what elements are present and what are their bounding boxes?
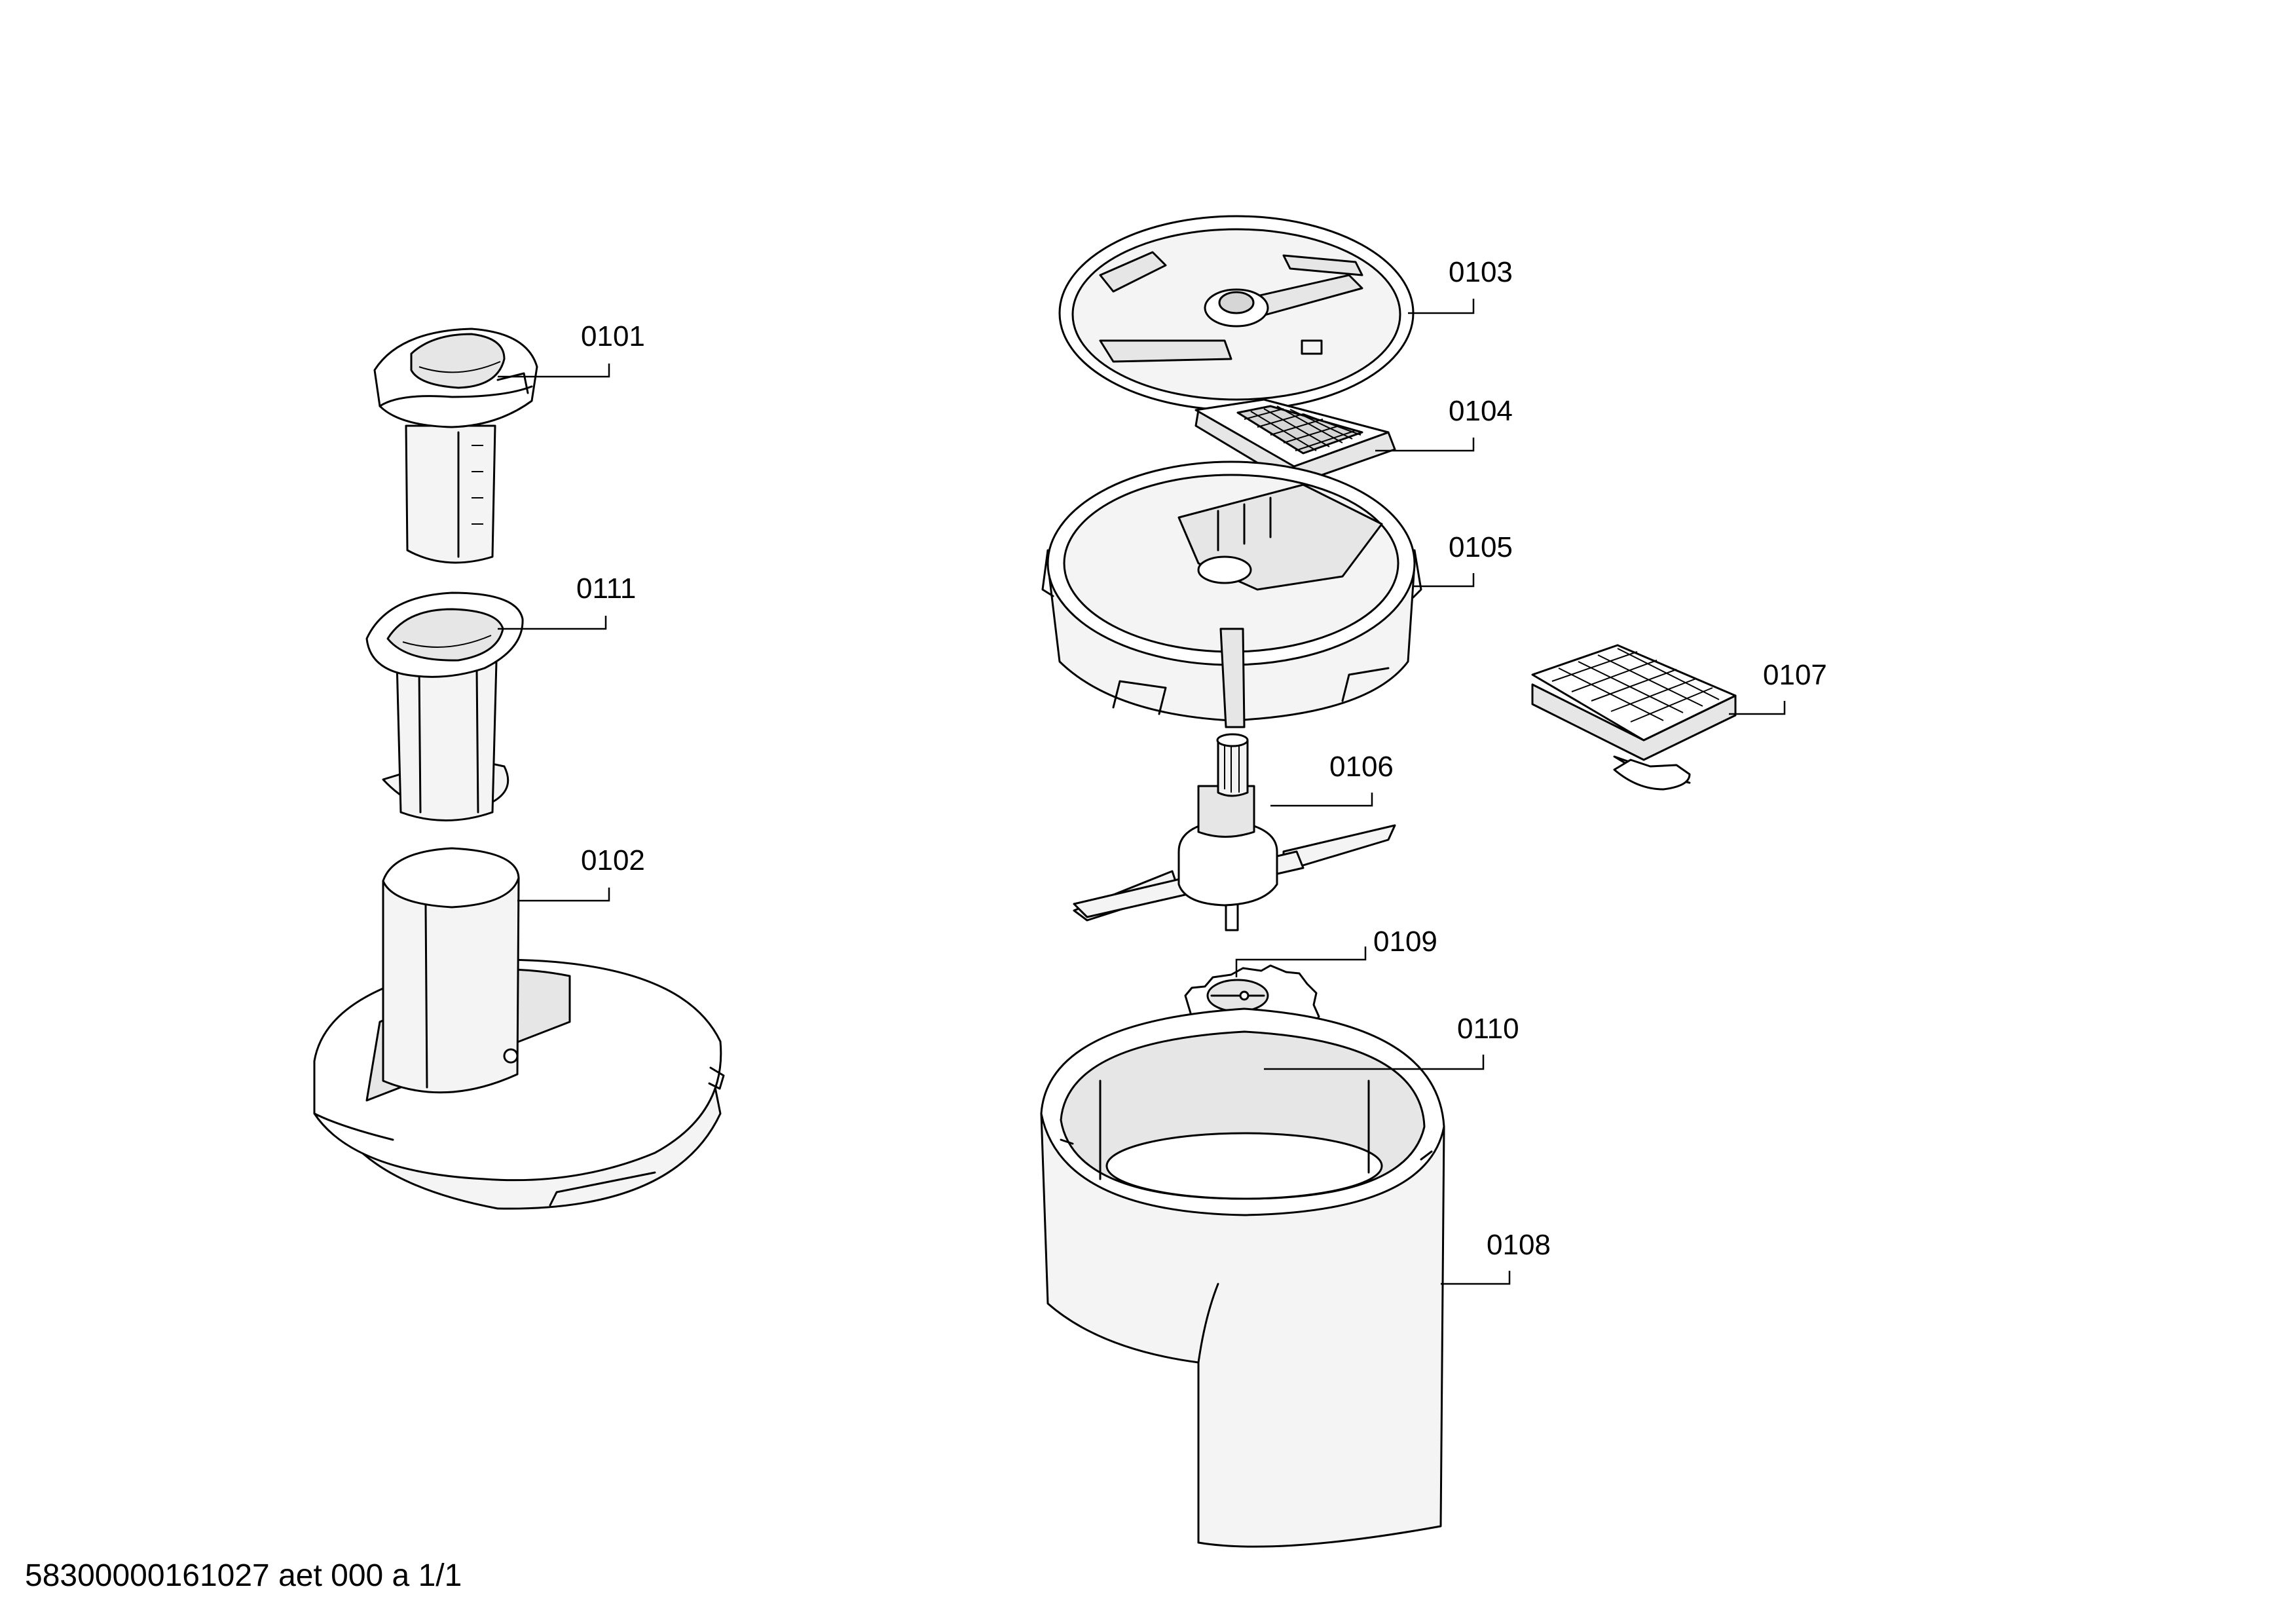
blade-with-shaft-illustration — [1073, 733, 1396, 931]
food-pusher-illustration — [373, 328, 538, 564]
disc-cover-illustration — [1058, 215, 1415, 411]
callout-0102: 0102 — [581, 844, 645, 876]
callout-0111: 0111 — [576, 572, 636, 605]
callout-0101: 0101 — [581, 320, 645, 352]
dicing-pusher-illustration — [1531, 644, 1737, 791]
callout-0104: 0104 — [1449, 395, 1513, 427]
work-bowl-illustration — [1040, 990, 1445, 1548]
dicing-grid-illustration — [1194, 398, 1396, 486]
leader-lines — [498, 299, 1786, 1285]
callout-0110: 0110 — [1457, 1013, 1519, 1045]
callout-0108: 0108 — [1487, 1229, 1551, 1261]
lid-with-feed-tube-illustration — [313, 847, 725, 1210]
dicing-base-illustration — [1041, 460, 1422, 728]
insert-tube-illustration — [365, 591, 524, 821]
callout-0103: 0103 — [1449, 256, 1513, 288]
callout-0105: 0105 — [1449, 531, 1513, 563]
document-code: 58300000161027 aet 000 a 1/1 — [25, 1558, 462, 1593]
callout-0109: 0109 — [1373, 926, 1437, 958]
callout-0106: 0106 — [1329, 751, 1394, 783]
callout-0107: 0107 — [1763, 659, 1827, 691]
